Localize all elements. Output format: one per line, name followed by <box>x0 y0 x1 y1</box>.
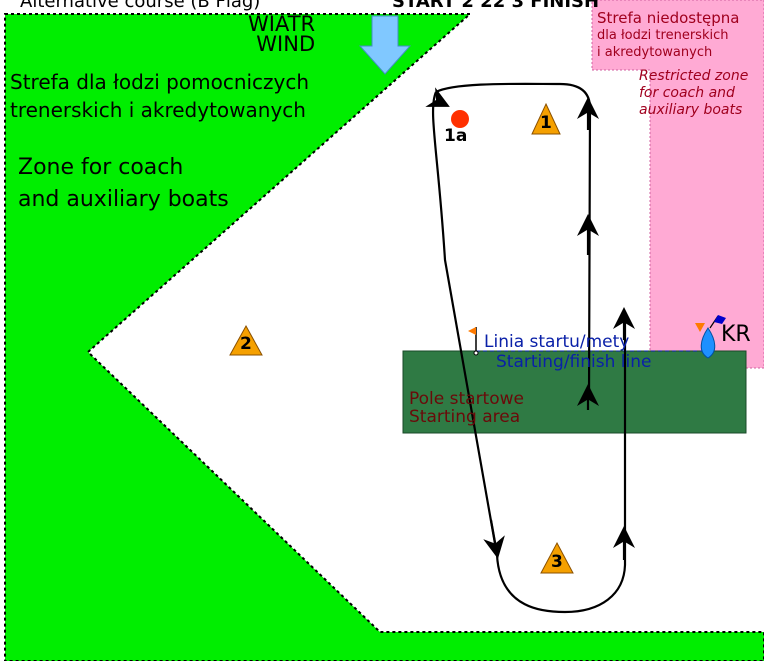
header-right-text: START 2 22 3 FINISH <box>392 0 600 12</box>
restricted-en-line2: for coach and <box>639 85 735 101</box>
coach-zone-label-pl: Strefa dla łodzi pomocniczych trenerskic… <box>10 68 309 124</box>
coach-zone-en-line1: Zone for coach <box>18 155 184 180</box>
coach-zone-area <box>4 13 764 661</box>
wind-label: WIATR WIND <box>248 12 316 56</box>
mark-1a-label: 1a <box>444 126 468 146</box>
pin-flag-icon <box>468 327 479 356</box>
starting-area <box>402 350 747 434</box>
restricted-en-line1: Restricted zone <box>639 68 749 84</box>
restricted-pl-line2: dla łodzi trenerskich <box>597 28 729 43</box>
restricted-zone-label-pl: Strefa niedostępna dla łodzi trenerskich… <box>597 10 739 61</box>
restricted-zone-label-en: Restricted zone for coach and auxiliary … <box>639 68 748 119</box>
mark-3-label: 3 <box>551 552 563 572</box>
mark-2-label: 2 <box>240 334 252 354</box>
restricted-pl-line1: Strefa niedostępna <box>597 9 740 27</box>
mark-1a-icon <box>451 110 469 128</box>
wind-label-pl: WIATR <box>248 12 316 36</box>
start-area-label: Pole startowe Starting area <box>409 390 524 426</box>
committee-boat-icon <box>695 315 726 359</box>
committee-boat-label: KR <box>721 322 751 347</box>
coach-zone-en-line2: and auxiliary boats <box>18 187 229 212</box>
restricted-pl-line3: i akredytowanych <box>597 45 713 60</box>
start-line-label-en: Starting/finish line <box>496 352 652 372</box>
restricted-en-line3: auxiliary boats <box>639 102 743 118</box>
course-route <box>425 82 635 614</box>
mark-2-icon <box>229 324 263 356</box>
wind-arrow-icon <box>358 15 412 75</box>
coach-zone-label-en: Zone for coach and auxiliary boats <box>18 152 229 216</box>
start-area-label-en: Starting area <box>409 407 521 427</box>
mark-1-icon <box>531 102 561 135</box>
header-left-text: Alternative course (B Flag) <box>20 0 261 12</box>
mark-3-icon <box>540 541 574 574</box>
wind-label-en: WIND <box>256 32 316 56</box>
start-area-label-pl: Pole startowe <box>409 389 524 409</box>
mark-1-label: 1 <box>540 113 552 133</box>
coach-zone-pl-line2: trenerskich i akredytowanych <box>10 98 306 122</box>
start-line-label-pl: Linia startu/mety <box>484 332 630 352</box>
coach-zone-pl-line1: Strefa dla łodzi pomocniczych <box>10 70 310 94</box>
